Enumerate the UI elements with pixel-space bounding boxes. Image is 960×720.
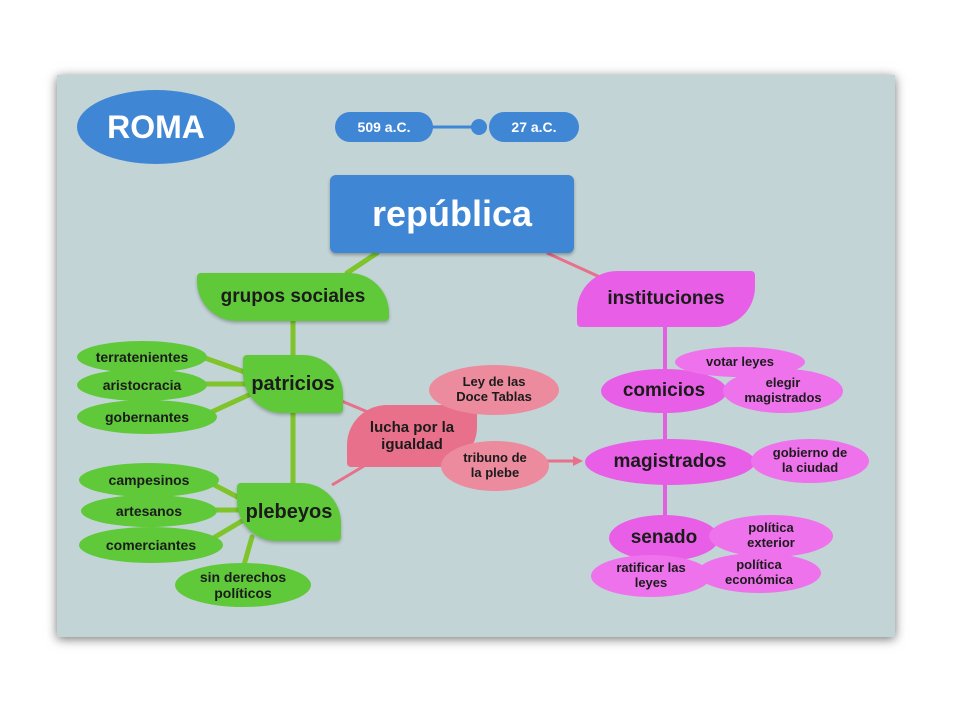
title-roma: ROMA: [77, 90, 235, 164]
node-grupos-sociales: grupos sociales: [197, 273, 389, 321]
timeline-start: 509 a.C.: [335, 112, 433, 142]
leaf-gobierno-ciudad: gobierno de la ciudad: [751, 439, 869, 483]
leaf-artesanos: artesanos: [81, 495, 217, 527]
leaf-elegir-magistrados: elegir magistrados: [723, 369, 843, 413]
leaf-gobernantes: gobernantes: [77, 400, 217, 434]
leaf-aristocracia: aristocracia: [77, 369, 207, 401]
node-republica: república: [330, 175, 574, 253]
leaf-campesinos: campesinos: [79, 463, 219, 497]
leaf-tribuno-plebe: tribuno de la plebe: [441, 441, 549, 491]
node-comicios: comicios: [601, 369, 727, 413]
link-republica-grupos: [344, 250, 380, 276]
leaf-ratificar-leyes: ratificar las leyes: [591, 555, 711, 597]
node-plebeyos: plebeyos: [237, 483, 341, 541]
leaf-ley-doce-tablas: Ley de las Doce Tablas: [429, 365, 559, 415]
leaf-politica-exterior: política exterior: [709, 515, 833, 557]
node-magistrados: magistrados: [585, 439, 755, 485]
concept-map: ROMA 509 a.C. 27 a.C. república grupos s…: [57, 75, 895, 637]
leaf-politica-economica: política económica: [697, 553, 821, 593]
arrow-head: [573, 456, 583, 466]
node-senado: senado: [609, 515, 719, 561]
leaf-votar-leyes: votar leyes: [675, 347, 805, 377]
leaf-terratenientes: terratenientes: [77, 341, 207, 373]
node-patricios: patricios: [243, 355, 343, 413]
node-instituciones: instituciones: [577, 271, 755, 327]
timeline-end: 27 a.C.: [489, 112, 579, 142]
timeline-dot-end: [471, 119, 487, 135]
leaf-comerciantes: comerciantes: [79, 527, 223, 563]
leaf-sin-derechos: sin derechos políticos: [175, 563, 311, 607]
